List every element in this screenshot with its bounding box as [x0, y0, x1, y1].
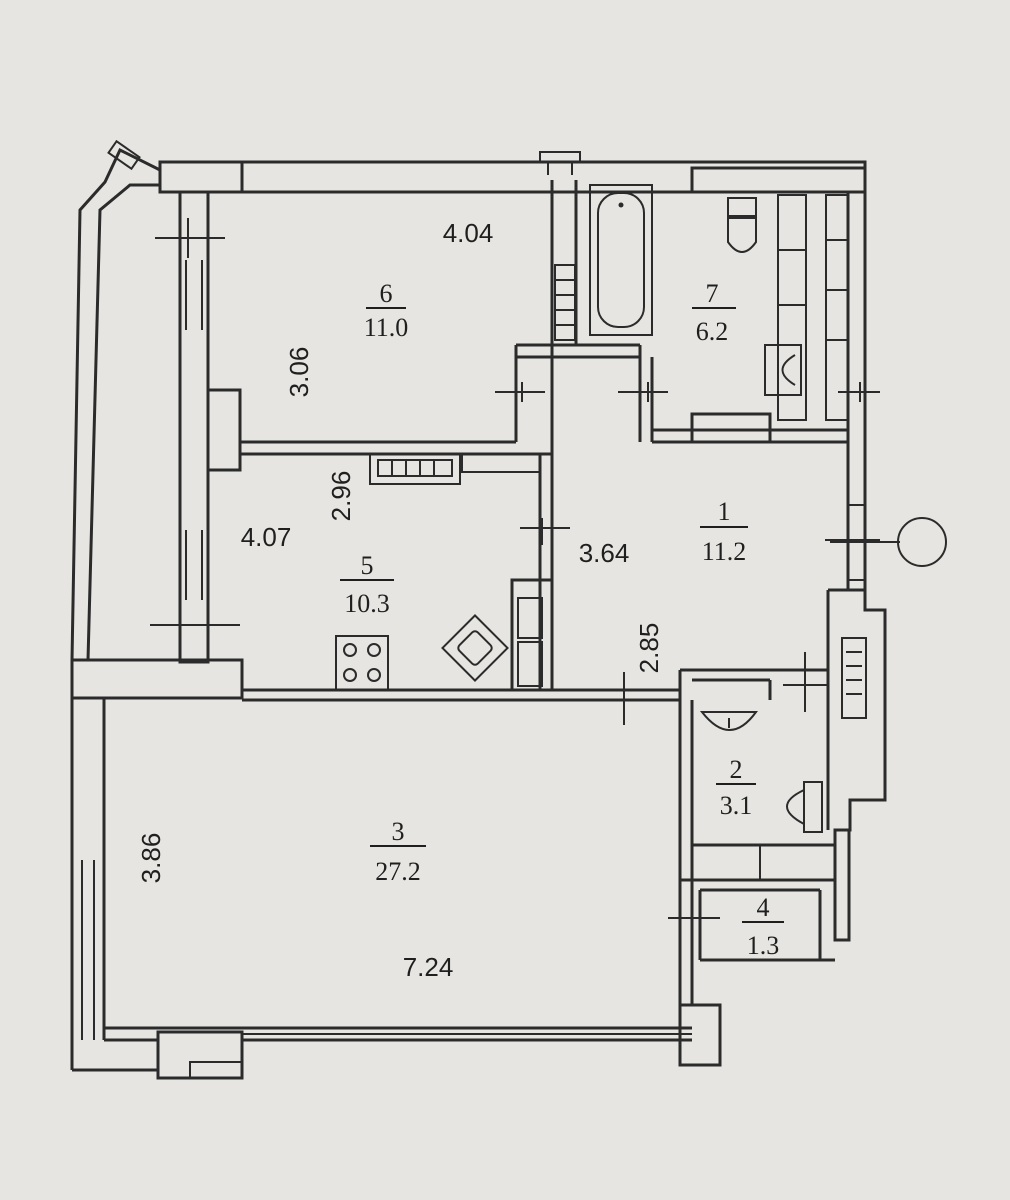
room-number: 4 — [757, 893, 770, 922]
fixtures — [335, 184, 947, 833]
room-number: 6 — [380, 279, 393, 308]
dimension-hall-depth: 2.85 — [634, 623, 664, 674]
door-marks — [150, 218, 880, 919]
dimension-room3-width: 7.24 — [403, 952, 454, 982]
sink-icon — [441, 614, 509, 682]
kitchen-radiator-icon — [369, 453, 541, 485]
room-number: 5 — [361, 551, 374, 580]
washbasin-icon — [764, 344, 802, 396]
dimension-room3-depth: 3.86 — [136, 833, 166, 884]
shelving-icon — [777, 194, 849, 421]
room-area: 3.1 — [720, 791, 753, 820]
room-number: 7 — [706, 279, 719, 308]
room-label-2: 2 3.1 — [716, 755, 756, 820]
dimension-room6-depth: 3.06 — [284, 347, 314, 398]
dimension-room6-width: 4.04 — [443, 218, 494, 248]
room-area: 10.3 — [344, 589, 390, 618]
dimension-room5-depth: 2.96 — [326, 471, 356, 522]
room-label-5: 5 10.3 — [340, 551, 394, 618]
kitchen-cabinet-icon — [517, 597, 543, 687]
room-number: 2 — [730, 755, 743, 784]
dimension-hall-length: 3.64 — [579, 538, 630, 568]
room-area: 11.2 — [702, 537, 747, 566]
room-label-6: 6 11.0 — [364, 279, 409, 342]
room-label-3: 3 27.2 — [370, 817, 426, 886]
bathtub-icon — [589, 184, 653, 336]
room-number: 3 — [392, 817, 405, 846]
stove-icon — [335, 635, 389, 691]
room-area: 6.2 — [696, 317, 729, 346]
room-label-1: 1 11.2 — [700, 497, 748, 566]
room-area: 1.3 — [747, 931, 780, 960]
interior-walls — [240, 180, 887, 962]
dimension-room5-width: 4.07 — [241, 522, 292, 552]
room-label-4: 4 1.3 — [742, 893, 784, 960]
toilet-icon — [727, 197, 757, 253]
radiator-icon — [554, 264, 576, 341]
room2-washbasin-icon — [699, 711, 758, 731]
hall-radiator-icon — [841, 637, 867, 719]
room2-toilet-icon — [786, 781, 823, 833]
entrance-door-icon — [830, 517, 947, 567]
exterior-walls — [70, 139, 867, 1080]
room-label-7: 7 6.2 — [692, 279, 736, 346]
room-area: 11.0 — [364, 313, 409, 342]
room-number: 1 — [718, 497, 731, 526]
room-area: 27.2 — [375, 857, 421, 886]
